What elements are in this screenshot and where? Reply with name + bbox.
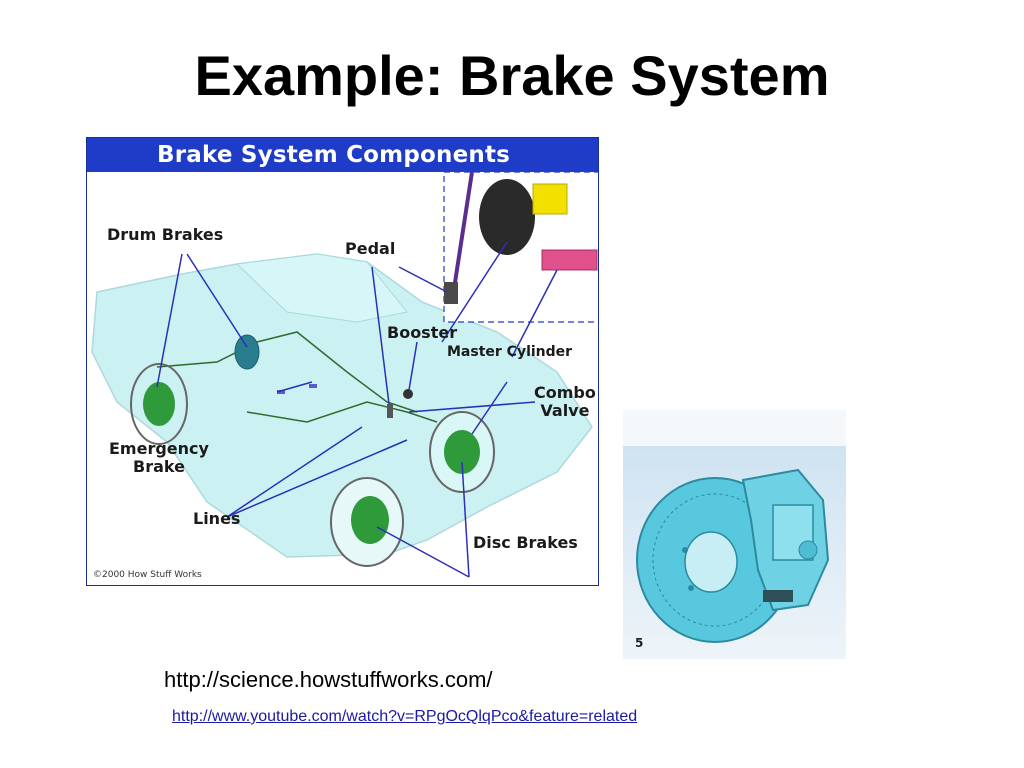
diagram-copyright: ©2000 How Stuff Works (93, 570, 202, 580)
label-pedal: Pedal (345, 239, 396, 258)
inset-booster-cap (532, 183, 568, 215)
callout-lines (156, 241, 558, 578)
diagram-header (87, 138, 598, 172)
rear-drum-right (234, 334, 260, 370)
brake-line-path-2 (246, 401, 438, 423)
inset-master-cylinder (541, 249, 598, 271)
caliper-figure-number: 5 (635, 636, 644, 650)
car-roof (235, 253, 408, 323)
booster-small (403, 389, 413, 399)
label-disc-brakes: Disc Brakes (473, 533, 578, 552)
label-master-cylinder: Master Cylinder (447, 344, 573, 360)
source-text: http://science.howstuffworks.com/ (164, 667, 493, 692)
inset-pedal (444, 282, 458, 304)
ebrake-part (309, 384, 317, 388)
car-illustration (91, 172, 598, 578)
pedal-small (387, 404, 393, 418)
rear-drum-left (143, 382, 175, 426)
slide-title: Example: Brake System (194, 44, 830, 107)
rotor-hub (684, 531, 738, 593)
brake-line-path (156, 331, 418, 413)
brake-system-diagram: Brake System Components (86, 137, 599, 586)
front-disc-left (351, 496, 389, 544)
label-booster: Booster (387, 323, 458, 342)
ebrake-part-2 (277, 390, 285, 394)
youtube-link[interactable]: http://www.youtube.com/watch?v=RPgOcQlqP… (172, 708, 638, 725)
diagram-title: Brake System Components (157, 142, 511, 168)
inset-pedal-arm (450, 172, 474, 303)
front-disc-right (444, 430, 480, 474)
label-combo-valve: Combo Valve (534, 383, 596, 421)
inset-booster (479, 179, 535, 255)
label-lines: Lines (193, 509, 241, 528)
rear-wheel-left (130, 363, 188, 445)
caliper-illustration (623, 410, 846, 659)
label-emergency-brake: Emergency Brake (109, 439, 209, 477)
disc-caliper-image: 5 (623, 410, 846, 659)
label-drum-brakes: Drum Brakes (107, 225, 224, 244)
